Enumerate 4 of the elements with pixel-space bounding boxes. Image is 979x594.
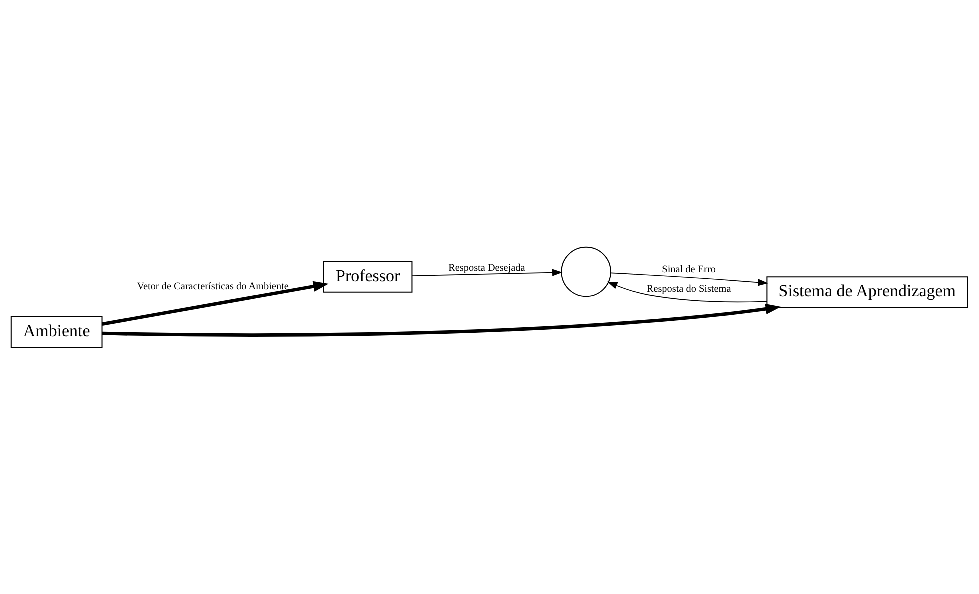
- edge-label: Resposta do Sistema: [646, 284, 732, 295]
- edge-label: Resposta Desejada: [448, 262, 526, 274]
- edge-label: Sinal de Erro: [662, 264, 716, 276]
- edge-label: Vetor de Características do Ambiente: [137, 281, 289, 292]
